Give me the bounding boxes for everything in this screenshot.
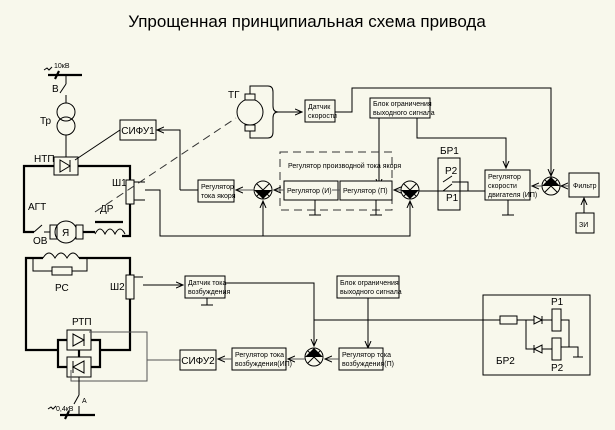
sifu2-block[interactable]: СИФУ2 [179,349,217,371]
field-converter-rtp: РТП [56,317,102,378]
br1-p2-label: Р2 [445,166,458,177]
derivative-group-label: Регулятор производной тока якоря [288,162,401,170]
tachogenerator: ТГ [228,85,279,139]
speed-sensor-line1: Датчик [308,104,331,111]
sifu1-label: СИФУ1 [121,126,155,137]
speed-sensor-block[interactable]: Датчик скорости [304,99,337,123]
field-converter-label: РТП [72,317,92,328]
limiter1-line2: выходного сигнала [373,110,435,117]
field-regulator-p-block[interactable]: Регулятор тока возбуждения(П) [338,347,394,371]
armature-reg-line2: тока якоря [201,193,236,200]
armature-label: Я [62,228,69,239]
field-winding-label: ОВ [33,236,48,247]
filter-block[interactable]: Фильтр [568,172,600,198]
breaker-b: В [52,75,67,103]
br1-label: БР1 [440,146,459,157]
field-resistor-label: РС [55,283,69,294]
speed-reg-line2: скорости [488,183,517,190]
armature-converter-label: НТП [34,154,55,165]
high-voltage-supply: 10кВ [43,63,82,80]
low-switch-label: А [82,398,87,405]
br2-p1-label: Р1 [551,297,564,308]
low-supply-label: 0,4кВ [56,406,74,413]
br2-p2-label: Р2 [551,363,564,374]
output-limiter-2[interactable]: Блок ограничения выходного сигнала [336,275,402,299]
field-breaker-agt: АГТ [28,202,50,233]
summing-junction-armature [253,180,273,200]
diagram-title: Упрощенная принципиальная схема привода [128,12,486,31]
tachogenerator-label: ТГ [228,90,240,101]
summing-junction-input [541,176,561,196]
sifu1-block[interactable]: СИФУ1 [119,119,157,141]
low-voltage-supply: 0,4кВ [47,405,95,420]
breaker-label: В [52,84,59,95]
armature-motor: Я [49,220,95,244]
transformer: Тр [40,102,76,157]
speed-reg-line1: Регулятор [488,174,521,181]
field-reg-ip-line1: Регулятор тока [235,352,284,359]
speed-regulator-block[interactable]: Регулятор скорости двигателя (ИП) [484,169,537,216]
summing-junction-field [304,347,324,367]
armature-reg-line1: Регулятор [201,184,234,191]
field-winding: ОВ [33,236,80,259]
br2-relay: Р1 Р2 БР2 [470,294,591,376]
field-reg-p-line1: Регулятор тока [342,352,391,359]
low-voltage-switch: А [73,394,87,415]
field-sensor-line2: возбуждения [188,288,230,296]
shunt2-label: Ш2 [110,282,125,293]
field-current-sensor-block[interactable]: Датчик тока возбуждения [184,275,230,306]
limiter2-line1: Блок ограничения [340,280,399,287]
supply-voltage-label: 10кВ [54,63,70,70]
derivative-regulator-group: Регулятор производной тока якоря [279,151,401,211]
br1-p1-label: Р1 [446,193,459,204]
field-reg-ip-line2: возбуждения(ИП) [235,360,292,368]
speed-reg-line3: двигателя (ИП) [488,192,537,199]
zi-label: ЗИ [579,222,588,229]
armature-converter: НТП [34,154,79,176]
setpoint-generator-block[interactable]: ЗИ [575,212,595,234]
shunt-sh2: Ш2 [110,274,143,300]
shunt1-label: Ш1 [112,178,127,189]
field-breaker-label: АГТ [28,202,46,213]
field-sensor-line1: Датчик тока [188,280,226,287]
output-limiter-1[interactable]: Блок ограничения выходного сигнала [369,97,435,119]
limiter2-line2: выходного сигнала [340,289,402,296]
reactor-label: ДР [100,204,114,215]
armature-current-regulator-block[interactable]: Регулятор тока якоря [197,179,236,203]
br2-label: БР2 [496,356,515,367]
summing-junction-speed [400,180,420,200]
transformer-label: Тр [40,116,52,127]
speed-sensor-line2: скорости [308,113,337,120]
reactor-dr: ДР [94,204,126,236]
field-reg-p-line2: возбуждения(П) [342,360,394,368]
sifu2-label: СИФУ2 [181,356,215,367]
br1-relay: БР1 Р2 Р1 [437,146,469,211]
filter-label: Фильтр [573,183,597,190]
field-resistor-rs: РС [51,266,73,294]
field-regulator-ip-block[interactable]: Регулятор тока возбуждения(ИП) [231,347,292,371]
reg-i-label: Регулятор (И) [287,188,332,195]
limiter1-line1: Блок ограничения [373,101,432,108]
reg-p-label: Регулятор (П) [343,188,388,195]
